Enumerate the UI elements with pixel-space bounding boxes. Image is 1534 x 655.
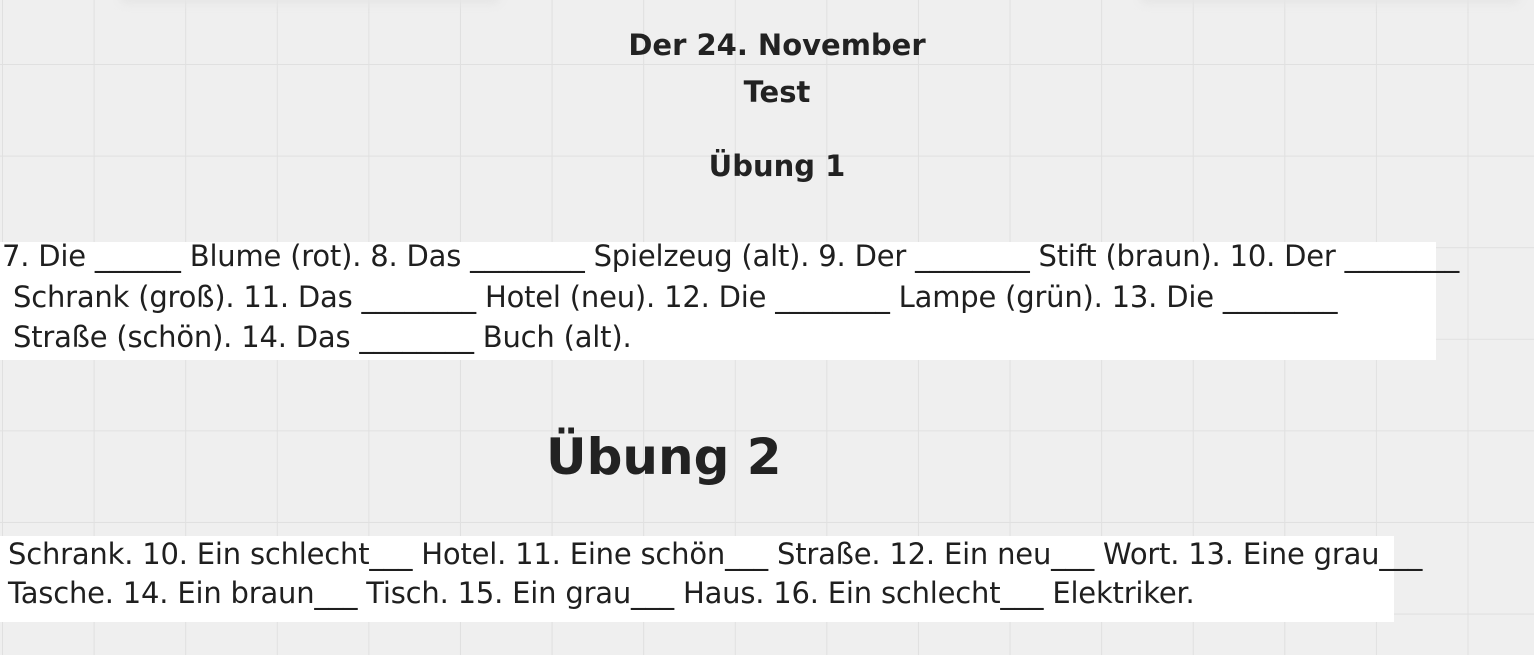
test-title: Test [743,75,811,109]
top-right-blur [1140,0,1520,4]
exercise2-title: Übung 2 [546,428,782,486]
exercise1-image [0,242,1436,360]
exercise1-line-2: Schrank (groß). 11. Das ________ Hotel (… [13,280,1338,314]
exercise2-image [0,536,1394,622]
exercise1-line-3: Straße (schön). 14. Das ________ Buch (a… [13,320,632,354]
exercise1-title: Übung 1 [708,149,846,183]
exercise1-line-1: 7. Die ______ Blume (rot). 8. Das ______… [2,239,1460,273]
exercise2-line-1: Schrank. 10. Ein schlecht___ Hotel. 11. … [8,537,1423,571]
exercise2-line-2: Tasche. 14. Ein braun___ Tisch. 15. Ein … [8,576,1195,610]
date-title: Der 24. November [628,28,926,62]
top-left-blur [120,0,500,4]
